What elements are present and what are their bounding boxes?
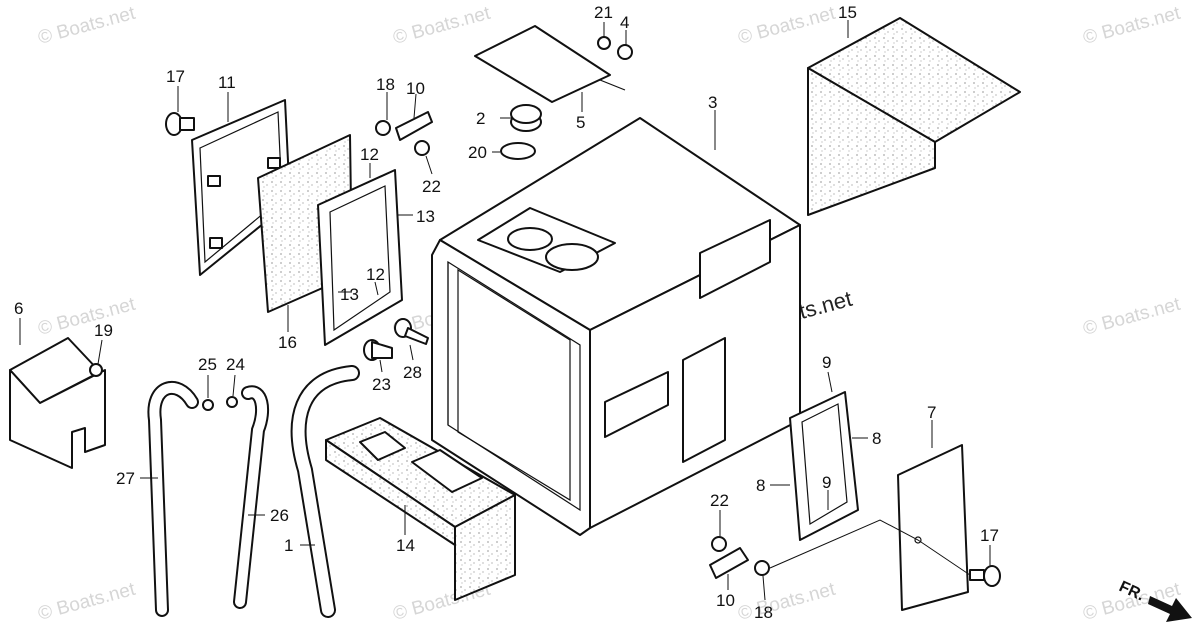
- callout-27: 27: [116, 469, 135, 488]
- callout-13-right: 13: [416, 207, 435, 226]
- callout-10-bottom: 10: [716, 591, 735, 610]
- callout-14: 14: [396, 536, 415, 555]
- callout-20: 20: [468, 143, 487, 162]
- callout-7: 7: [927, 403, 936, 422]
- part-21-bolt: [597, 36, 611, 50]
- callout-8-left: 8: [756, 476, 765, 495]
- callout-25: 25: [198, 355, 217, 374]
- watermark-text: © Boats.net: [736, 579, 838, 625]
- callout-21: 21: [594, 3, 613, 22]
- part-15-cover: [807, 17, 1021, 216]
- watermark-text: © Boats.net: [391, 3, 493, 49]
- part-23-clamp: [363, 339, 393, 361]
- part-20-o-ring: [500, 142, 536, 160]
- part-24-clamp: [226, 396, 238, 408]
- callout-4: 4: [620, 13, 629, 32]
- part-5-lid: [474, 25, 626, 103]
- callout-12-bottom: 12: [366, 265, 385, 284]
- callout-18-top: 18: [376, 75, 395, 94]
- part-12-13-seal-frame: [317, 169, 403, 346]
- callout-22-top: 22: [422, 177, 441, 196]
- callout-9-bottom: 9: [822, 473, 831, 492]
- part-10-clip-bottom: [709, 547, 749, 579]
- callout-22-bottom: 22: [710, 491, 729, 510]
- part-10-clip-top: [395, 111, 433, 141]
- watermark-text: © Boats.net: [36, 294, 138, 340]
- part-19-bolt: [89, 363, 103, 377]
- callout-17-bottom: 17: [980, 526, 999, 545]
- part-3-housing: [431, 117, 801, 536]
- watermark-text: © Boats.net: [1081, 3, 1183, 49]
- callout-1: 1: [284, 536, 293, 555]
- callout-12-top: 12: [360, 145, 379, 164]
- callout-2: 2: [476, 109, 485, 128]
- part-28-bolt: [394, 318, 429, 345]
- callout-18-bottom: 18: [754, 603, 773, 622]
- callout-3: 3: [708, 93, 717, 112]
- callout-numbers: 3 15 5 2 20 21 4 11 17 18 10 22 12 13 12…: [14, 3, 999, 622]
- part-8-9-seal-frame: [789, 391, 859, 541]
- callout-5: 5: [576, 113, 585, 132]
- callout-11: 11: [218, 73, 236, 92]
- watermark-text: © Boats.net: [736, 3, 838, 49]
- part-7-panel: [897, 444, 969, 611]
- part-17-screw-top: [165, 112, 195, 136]
- part-22-nut-top: [414, 140, 430, 156]
- callout-28: 28: [403, 363, 422, 382]
- callout-13-left: 13: [340, 285, 359, 304]
- callout-8-right: 8: [872, 429, 881, 448]
- part-14-tray: [325, 417, 516, 601]
- part-6-guard: [9, 337, 106, 469]
- watermark-text: © Boats.net: [1081, 294, 1183, 340]
- part-17-screw-bottom: [969, 565, 1001, 587]
- part-18-washer-bottom: [754, 560, 770, 576]
- callout-19: 19: [94, 321, 113, 340]
- watermark-text: © Boats.net: [36, 3, 138, 49]
- leader-lines: [19, 20, 991, 601]
- callout-23: 23: [372, 375, 391, 394]
- callout-15: 15: [838, 3, 857, 22]
- callout-26: 26: [270, 506, 289, 525]
- callout-6: 6: [14, 299, 23, 318]
- callout-9-top: 9: [822, 353, 831, 372]
- part-18-washer-top: [375, 120, 391, 136]
- watermark-text: © Boats.net: [36, 579, 138, 625]
- callout-24: 24: [226, 355, 245, 374]
- callout-17-top: 17: [166, 67, 185, 86]
- part-4-nut: [617, 44, 633, 60]
- callout-16: 16: [278, 333, 297, 352]
- callout-10-top: 10: [406, 79, 425, 98]
- part-2-cap: [510, 104, 542, 132]
- part-22-nut-bottom: [711, 536, 727, 552]
- part-25-clamp: [202, 399, 214, 411]
- arrow-right-icon: [1148, 596, 1192, 622]
